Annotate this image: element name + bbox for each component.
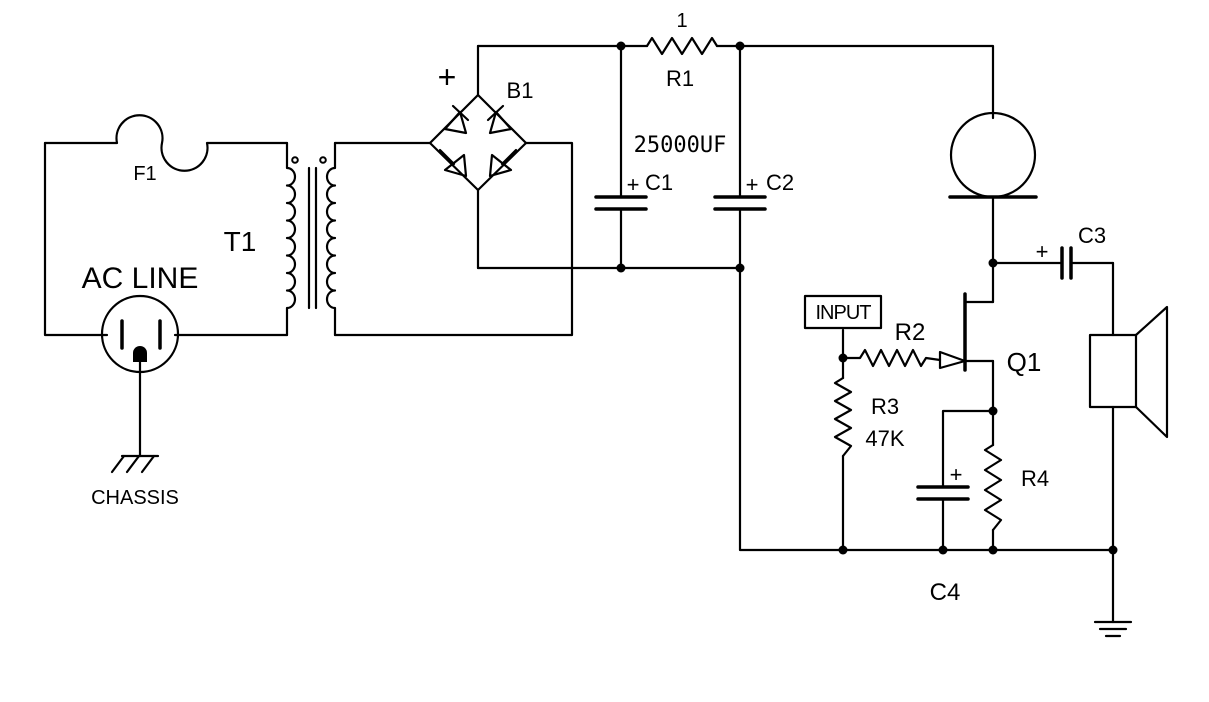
- r2-label: R2: [895, 319, 926, 346]
- f1-label: F1: [133, 163, 156, 185]
- capacitor-c2-icon: [713, 44, 767, 270]
- secondary-wires: [333, 141, 574, 337]
- c1-value-label: 25000UF: [634, 133, 727, 158]
- chassis-ground-icon: [110, 454, 160, 474]
- junction-dot: [988, 545, 998, 555]
- primary-circuit-wires: [43, 114, 289, 337]
- capacitor-c1-icon: [594, 44, 648, 270]
- speaker-icon: [1088, 305, 1169, 624]
- c3-label: C3: [1078, 223, 1106, 248]
- junction-dot: [988, 406, 998, 416]
- earth-ground-icon: [1093, 620, 1133, 638]
- lamp-icon: [948, 111, 1038, 265]
- c2-plus-label: +: [746, 172, 759, 197]
- capacitor-c3-icon: [991, 246, 1115, 337]
- component-labels: 1 R1 + B1 25000UF + C1 + C2 F1 T1 AC LIN…: [82, 10, 1106, 606]
- r1-value-label: 1: [676, 10, 687, 32]
- r1-label: R1: [666, 66, 694, 91]
- resistor-r4-icon: [983, 443, 1003, 532]
- junction-dot: [616, 263, 626, 273]
- r3-label: R3: [871, 394, 899, 419]
- c4-label: C4: [930, 579, 961, 606]
- r3-value-label: 47K: [865, 426, 904, 451]
- transistor-q1-icon: [938, 261, 995, 413]
- bridge-rectifier-b1-icon: [428, 44, 528, 270]
- c2-label: C2: [766, 170, 794, 195]
- q1-label: Q1: [1007, 347, 1042, 377]
- junction-dot: [838, 545, 848, 555]
- resistor-r3-icon: [833, 376, 853, 458]
- input-terminal: INPUT: [803, 294, 883, 330]
- b1-plus-label: +: [438, 59, 457, 95]
- capacitor-c4-icon: [916, 485, 970, 501]
- resistor-r1-icon: [645, 36, 719, 56]
- input-label: INPUT: [816, 302, 872, 324]
- t1-label: T1: [224, 226, 257, 257]
- transformer-t1-icon: [285, 141, 337, 337]
- ac-line-label: AC LINE: [82, 262, 199, 295]
- junction-dot: [1108, 545, 1118, 555]
- resistor-r2-icon: [841, 348, 942, 368]
- junction-dot: [838, 353, 848, 363]
- c3-plus-label: +: [1036, 239, 1049, 264]
- b1-label: B1: [507, 78, 534, 103]
- c4-plus-label: +: [950, 462, 963, 487]
- junction-dot: [735, 41, 745, 51]
- junction-dots: [616, 41, 1118, 555]
- c1-plus-label: +: [627, 172, 640, 197]
- junction-dot: [938, 545, 948, 555]
- ac-plug-icon: [100, 294, 180, 458]
- r4-label: R4: [1021, 466, 1049, 491]
- chassis-label: CHASSIS: [91, 487, 179, 509]
- junction-dot: [735, 263, 745, 273]
- junction-dot: [616, 41, 626, 51]
- c1-label: C1: [645, 170, 673, 195]
- source-network-wires: [941, 409, 995, 552]
- junction-dot: [988, 258, 998, 268]
